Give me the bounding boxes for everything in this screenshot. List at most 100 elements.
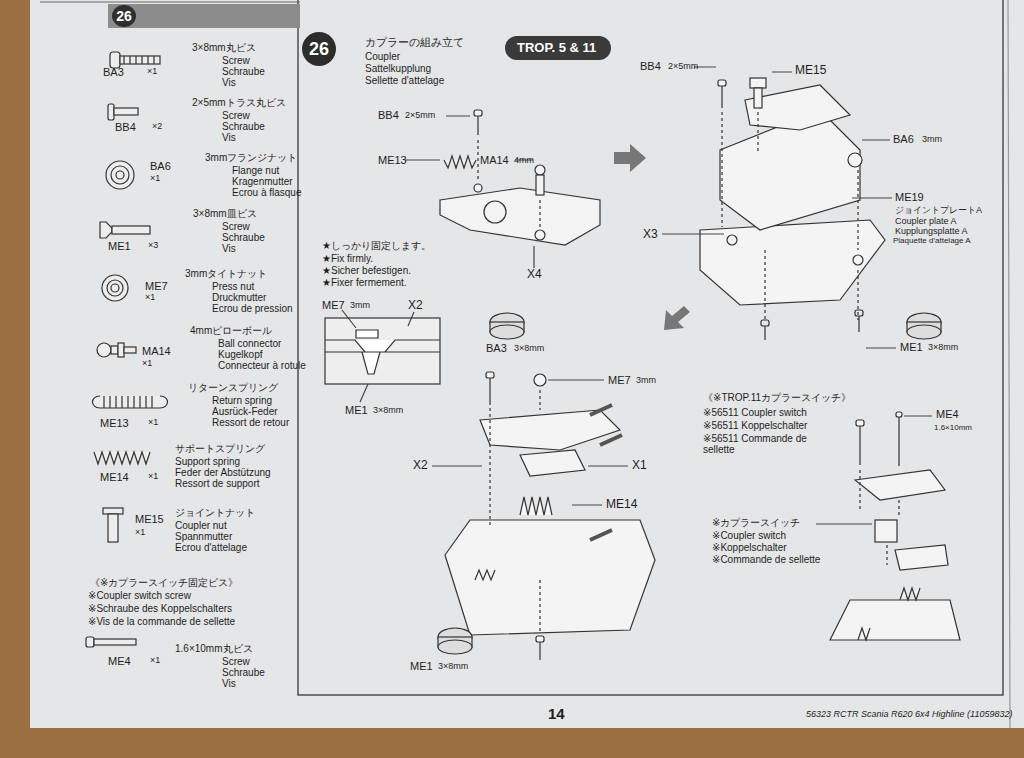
part-label: Ressort de retour	[212, 417, 289, 428]
part-label: MA14	[142, 345, 171, 357]
part-label: ×2	[152, 122, 162, 132]
part-label: BB4	[115, 121, 136, 133]
part-label: Coupler nut	[175, 520, 227, 531]
part-label: ME1	[345, 404, 368, 416]
part-label: Screw	[222, 55, 250, 66]
part-label: BA3	[486, 342, 507, 354]
part-label: Schraube	[222, 121, 265, 132]
part-label: ME7	[608, 374, 631, 386]
part-label: ×1	[150, 656, 160, 666]
part-label: BA3	[103, 66, 124, 78]
step-number-circle: 26	[302, 32, 336, 66]
part-label: 1.6×10mm丸ビス	[175, 643, 253, 654]
part-label: Ecrou d'attelage	[175, 542, 247, 553]
part-label: X2	[408, 299, 423, 312]
node-text: TROP. 5 & 11	[517, 40, 596, 55]
part-label: BA6	[150, 160, 171, 172]
section-header-band: 26	[108, 4, 300, 28]
part-label: X4	[527, 268, 542, 281]
part-label: Druckmutter	[212, 292, 266, 303]
part-label: Ecrou à flasque	[232, 187, 302, 198]
part-label: 3mm	[350, 301, 370, 311]
part-label: Vis	[222, 77, 236, 88]
part-label: ME4	[936, 408, 959, 420]
part-label: ※56511 Commande de sellette	[703, 433, 833, 455]
part-label: 1.6×10mm	[934, 424, 972, 433]
part-label: Coupler	[365, 51, 400, 62]
part-label: ×1	[147, 67, 157, 77]
part-label: ME1	[108, 240, 131, 252]
part-label: ★Fixer fermement.	[322, 277, 407, 288]
part-label: 3×8mm皿ビス	[193, 208, 257, 219]
part-label: ME14	[606, 498, 637, 511]
part-label: カプラーの組み立て	[365, 36, 464, 48]
part-label: ×1	[145, 293, 155, 303]
part-label: BA6	[893, 133, 914, 145]
part-label: ME7	[145, 280, 168, 292]
part-label: ME1	[900, 341, 923, 353]
part-label: ※Koppelschalter	[712, 542, 787, 553]
part-label: サポートスプリング	[175, 443, 265, 454]
part-label: Sellette d'attelage	[365, 75, 444, 86]
part-label: ME4	[108, 655, 131, 667]
part-label: ※カプラースイッチ	[712, 517, 800, 528]
part-label: 《※カプラースイッチ固定ビス》	[90, 577, 238, 588]
part-label: Flange nut	[232, 165, 279, 176]
part-label: ×1	[148, 472, 158, 482]
part-label: ME13	[100, 417, 129, 429]
part-label: ジョイントプレートA	[895, 206, 982, 216]
part-label: ME14	[100, 471, 129, 483]
part-label: Coupler plate A	[895, 217, 957, 227]
part-label: ※Vis de la commande de sellette	[88, 616, 235, 627]
part-label: Sattelkupplung	[365, 63, 431, 74]
part-label: ME15	[135, 513, 164, 525]
node-text: 26	[309, 39, 329, 59]
part-label: Kugelkopf	[218, 349, 262, 360]
part-label: リターンスプリング	[188, 382, 278, 393]
part-label: ×1	[135, 528, 145, 538]
part-label: ×1	[142, 359, 152, 369]
part-label: Plaquette d'attelage A	[893, 237, 971, 246]
part-label: BB4	[640, 60, 661, 72]
part-label: MA14	[480, 154, 509, 166]
part-label: Ressort de support	[175, 478, 260, 489]
part-label: Schraube	[222, 66, 265, 77]
part-label: 2×5mm	[668, 62, 698, 72]
part-label: Screw	[222, 110, 250, 121]
part-label: ★しっかり固定します。	[322, 240, 431, 251]
part-label: 3×8mm	[373, 406, 403, 416]
node-text: 26	[112, 5, 136, 27]
part-label: 《※TROP.11カプラースイッチ》	[703, 392, 851, 403]
part-label: ME7	[322, 299, 345, 311]
part-label: Screw	[222, 221, 250, 232]
part-label: Screw	[222, 656, 250, 667]
part-label: 56323 RCTR Scania R620 6x4 Highline (110…	[806, 710, 1012, 720]
part-label: 14	[548, 706, 565, 723]
part-label: ※56511 Coupler switch	[703, 407, 807, 418]
part-label: 3×8mm	[514, 344, 544, 354]
part-label: 3×8mm	[928, 343, 958, 353]
part-label: Schraube	[222, 232, 265, 243]
part-label: ME1	[410, 660, 433, 672]
part-label: 3×8mm	[438, 662, 468, 672]
part-label: ※56511 Koppelschalter	[703, 420, 807, 431]
part-label: Kupplungsplatte A	[895, 227, 968, 237]
part-label: Vis	[222, 678, 236, 689]
part-label: Vis	[222, 243, 236, 254]
option-badge: TROP. 5 & 11	[505, 36, 611, 60]
part-label: ×3	[148, 241, 158, 251]
part-label: ★Sicher befestigen.	[322, 265, 411, 276]
part-label: Spannmutter	[175, 531, 232, 542]
part-label: ×1	[150, 174, 160, 184]
part-label: 2×5mm	[405, 111, 435, 121]
part-label: 3mmフランジナット	[205, 152, 297, 163]
part-label: 3mm	[922, 135, 942, 145]
part-label: Schraube	[222, 667, 265, 678]
part-label: Support spring	[175, 456, 240, 467]
part-label: Ball connector	[218, 338, 281, 349]
part-label: ★Fix firmly.	[322, 253, 373, 264]
part-label: 4mmピローボール	[190, 325, 272, 336]
part-label: ※Coupler switch screw	[88, 590, 191, 601]
part-label: ME13	[378, 154, 407, 166]
